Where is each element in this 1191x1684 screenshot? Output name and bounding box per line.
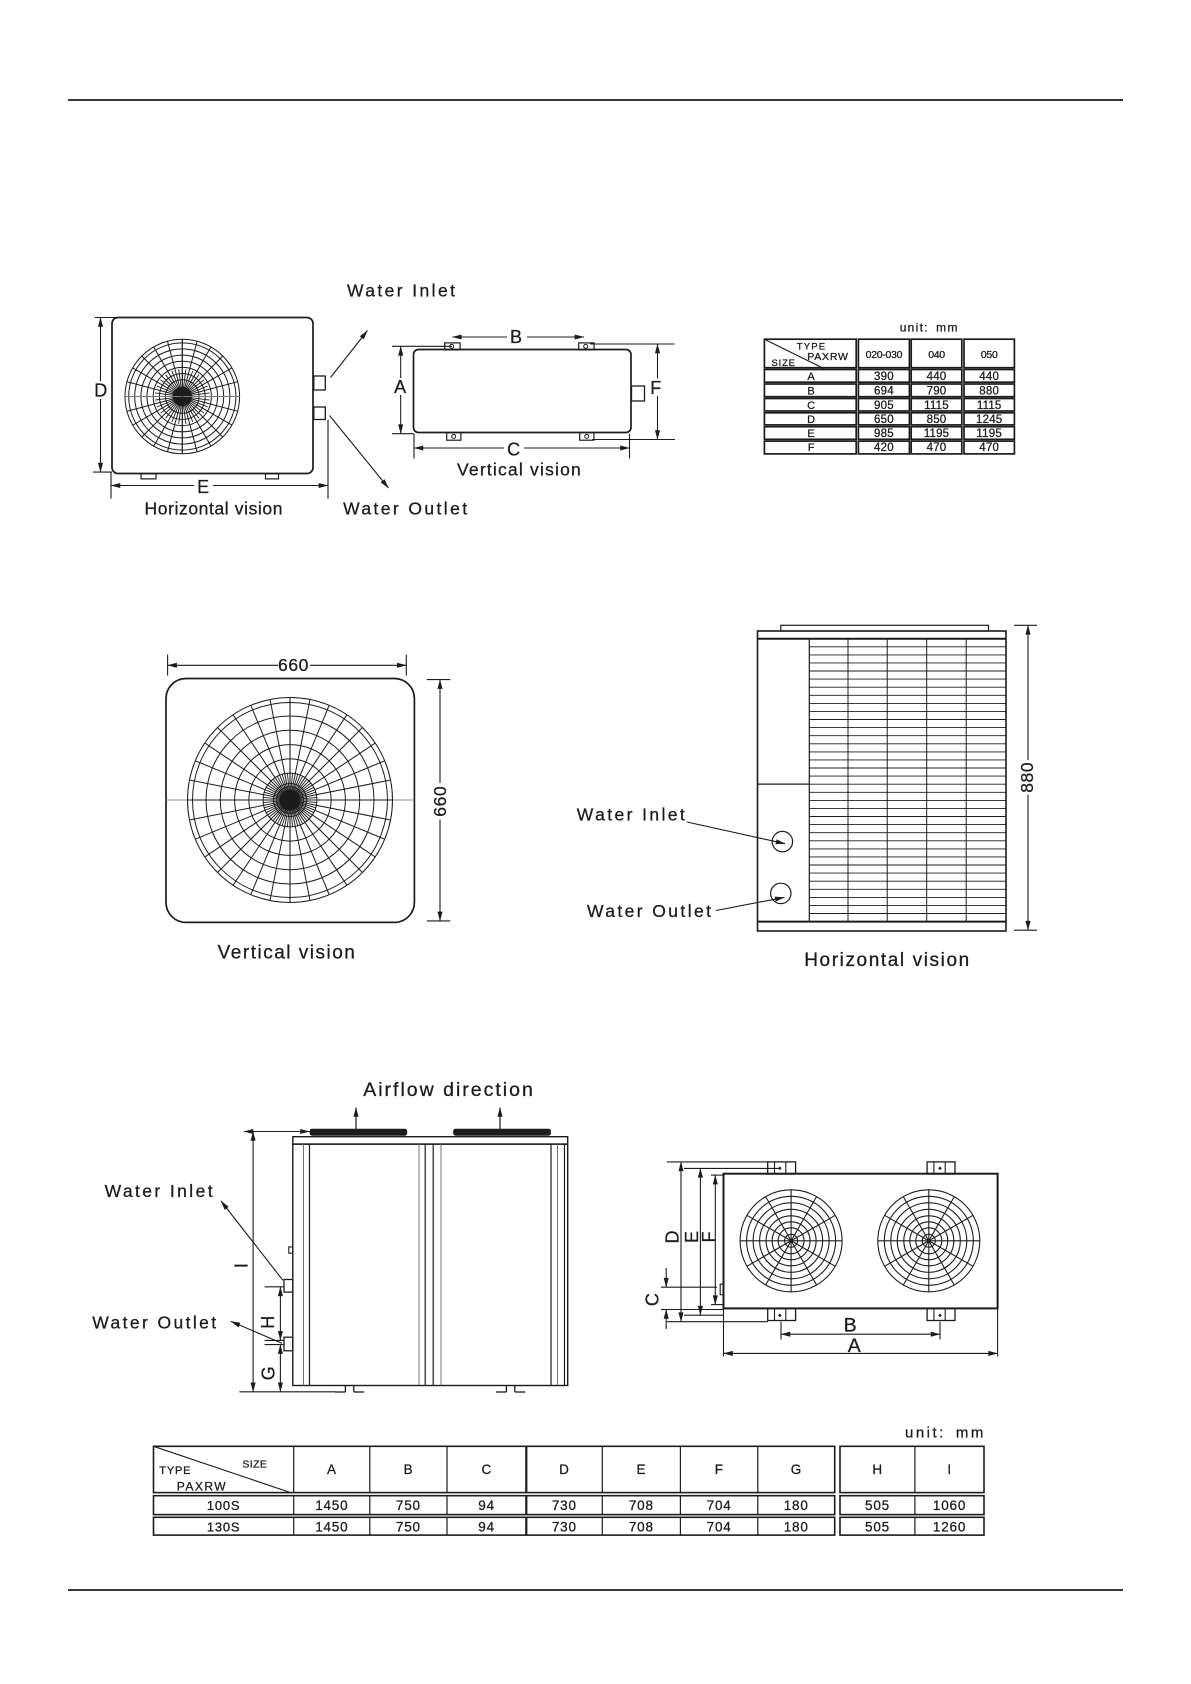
svg-text:1195: 1195 — [976, 428, 1002, 440]
svg-text:Water Inlet: Water Inlet — [577, 804, 687, 824]
svg-text:905: 905 — [874, 400, 894, 412]
svg-text:E: E — [807, 428, 815, 440]
svg-text:Vertical vision: Vertical vision — [457, 460, 582, 480]
svg-text:Water Outlet: Water Outlet — [92, 1312, 218, 1332]
svg-text:040: 040 — [928, 349, 945, 361]
svg-text:704: 704 — [707, 1520, 732, 1535]
svg-text:TYPE: TYPE — [159, 1465, 191, 1477]
svg-text:Water Inlet: Water Inlet — [347, 280, 457, 300]
svg-text:100S: 100S — [207, 1498, 241, 1513]
svg-text:790: 790 — [927, 386, 947, 398]
svg-text:unit: mm: unit: mm — [900, 321, 959, 335]
svg-text:1260: 1260 — [933, 1520, 966, 1535]
svg-text:850: 850 — [927, 414, 947, 426]
svg-text:F: F — [715, 1462, 724, 1477]
svg-text:660: 660 — [430, 786, 450, 817]
svg-text:A: A — [327, 1462, 337, 1477]
svg-text:F: F — [808, 442, 815, 454]
svg-text:390: 390 — [874, 371, 894, 383]
svg-text:H: H — [258, 1315, 278, 1329]
svg-text:H: H — [872, 1462, 882, 1477]
svg-text:660: 660 — [278, 655, 309, 675]
svg-text:D: D — [94, 381, 108, 401]
svg-text:730: 730 — [552, 1498, 577, 1513]
svg-text:unit: mm: unit: mm — [905, 1425, 986, 1442]
svg-text:650: 650 — [874, 414, 894, 426]
svg-text:Water Outlet: Water Outlet — [343, 498, 469, 518]
svg-text:PAXRW: PAXRW — [807, 351, 849, 363]
svg-text:1060: 1060 — [933, 1498, 966, 1513]
svg-text:D: D — [807, 414, 815, 426]
svg-text:130S: 130S — [207, 1520, 241, 1535]
svg-text:1450: 1450 — [315, 1498, 348, 1513]
svg-text:985: 985 — [874, 428, 894, 440]
svg-text:C: C — [507, 440, 521, 460]
svg-text:880: 880 — [979, 386, 999, 398]
svg-text:D: D — [559, 1462, 569, 1477]
svg-text:1195: 1195 — [924, 428, 950, 440]
svg-text:E: E — [637, 1462, 647, 1477]
svg-text:F: F — [650, 378, 662, 398]
svg-text:Horizontal vision: Horizontal vision — [145, 499, 284, 519]
svg-text:1115: 1115 — [924, 400, 949, 412]
svg-text:B: B — [844, 1315, 858, 1337]
svg-text:SIZE: SIZE — [242, 1459, 267, 1471]
svg-text:Water Outlet: Water Outlet — [587, 901, 713, 921]
svg-text:Airflow direction: Airflow direction — [363, 1079, 535, 1101]
svg-text:180: 180 — [784, 1520, 809, 1535]
svg-text:94: 94 — [478, 1520, 495, 1535]
svg-text:A: A — [848, 1335, 862, 1357]
svg-text:TYPE: TYPE — [797, 342, 827, 353]
svg-text:C: C — [481, 1462, 491, 1477]
svg-text:A: A — [807, 371, 815, 383]
svg-text:1450: 1450 — [315, 1520, 348, 1535]
svg-text:1245: 1245 — [976, 414, 1002, 426]
svg-text:020-030: 020-030 — [866, 349, 903, 361]
svg-text:730: 730 — [552, 1520, 577, 1535]
svg-text:470: 470 — [979, 442, 999, 454]
svg-text:880: 880 — [1017, 762, 1037, 793]
svg-text:I: I — [231, 1263, 251, 1269]
svg-text:B: B — [510, 327, 523, 347]
svg-text:180: 180 — [784, 1498, 809, 1513]
svg-text:E: E — [682, 1230, 702, 1243]
svg-text:F: F — [699, 1231, 719, 1243]
svg-text:C: C — [807, 400, 815, 412]
svg-text:B: B — [404, 1462, 414, 1477]
svg-text:G: G — [791, 1462, 802, 1477]
svg-text:708: 708 — [629, 1520, 654, 1535]
svg-text:505: 505 — [865, 1498, 890, 1513]
svg-text:D: D — [662, 1230, 682, 1244]
svg-text:704: 704 — [707, 1498, 732, 1513]
svg-text:750: 750 — [396, 1498, 421, 1513]
svg-text:G: G — [258, 1366, 278, 1381]
svg-text:420: 420 — [874, 442, 894, 454]
svg-text:050: 050 — [981, 349, 998, 361]
svg-text:505: 505 — [865, 1520, 890, 1535]
svg-text:708: 708 — [629, 1498, 654, 1513]
svg-text:440: 440 — [979, 371, 999, 383]
svg-text:C: C — [642, 1293, 662, 1307]
svg-text:E: E — [197, 477, 210, 497]
svg-text:B: B — [807, 386, 815, 398]
svg-text:440: 440 — [927, 371, 947, 383]
svg-text:A: A — [394, 377, 407, 397]
svg-text:Horizontal vision: Horizontal vision — [804, 950, 971, 971]
svg-text:I: I — [947, 1462, 951, 1477]
svg-text:694: 694 — [874, 386, 894, 398]
svg-text:94: 94 — [478, 1498, 495, 1513]
svg-text:1115: 1115 — [977, 400, 1002, 412]
svg-text:SIZE: SIZE — [772, 358, 796, 369]
svg-text:750: 750 — [396, 1520, 421, 1535]
svg-text:PAXRW: PAXRW — [177, 1480, 227, 1494]
svg-text:Vertical vision: Vertical vision — [218, 942, 357, 963]
svg-text:470: 470 — [927, 442, 947, 454]
svg-text:Water Inlet: Water Inlet — [105, 1181, 215, 1201]
